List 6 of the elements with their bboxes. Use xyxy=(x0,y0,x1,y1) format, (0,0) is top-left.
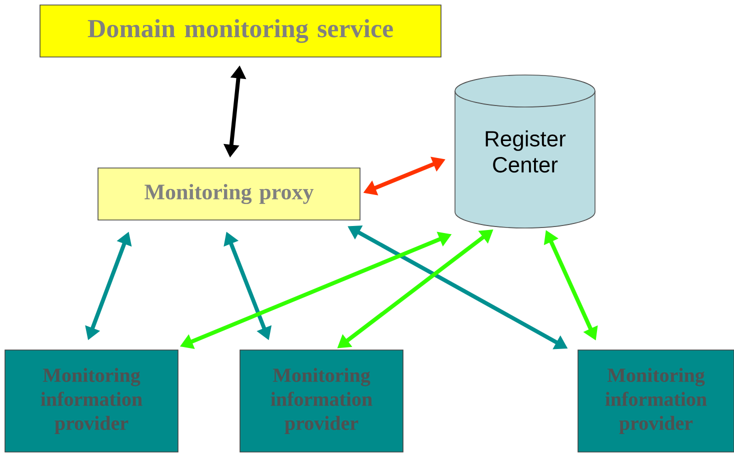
domain-service-box: Domain monitoring service xyxy=(40,4,442,58)
database-cylinder: Register Center xyxy=(454,74,596,228)
provider-box: Monitoring information provider xyxy=(578,350,734,452)
provider-box: Monitoring information provider xyxy=(240,350,404,452)
proxy-box: Monitoring proxy xyxy=(98,168,360,220)
provider-box: Monitoring information provider xyxy=(4,350,178,452)
